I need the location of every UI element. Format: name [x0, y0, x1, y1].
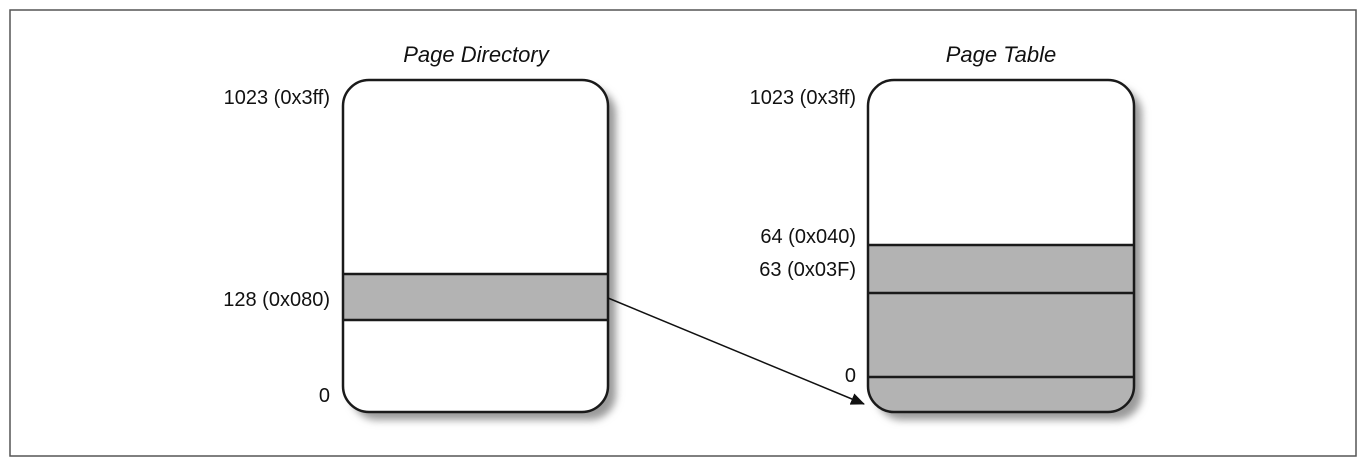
- page-table-label-upper: 64 (0x040): [760, 226, 856, 248]
- page-directory-label-entry: 128 (0x080): [223, 289, 330, 311]
- page-table-label-bottom: 0: [845, 365, 856, 387]
- page-directory-outline: [341, 78, 610, 414]
- page-table-label-lower: 63 (0x03F): [759, 259, 856, 281]
- diagram-frame: [9, 9, 1357, 457]
- page-table-label-top: 1023 (0x3ff): [750, 87, 856, 109]
- page-directory-label-bottom: 0: [319, 385, 330, 407]
- page-directory-label-top: 1023 (0x3ff): [224, 87, 330, 109]
- page-table-outline: [866, 78, 1136, 414]
- directory-to-table-arrow: [607, 297, 865, 405]
- page-table-title: Page Table: [946, 42, 1057, 67]
- page-table-shaded-region: [868, 245, 1134, 412]
- page-directory-box: [343, 80, 608, 412]
- page-directory-entry-shaded: [343, 274, 608, 320]
- page-directory-title: Page Directory: [403, 42, 551, 67]
